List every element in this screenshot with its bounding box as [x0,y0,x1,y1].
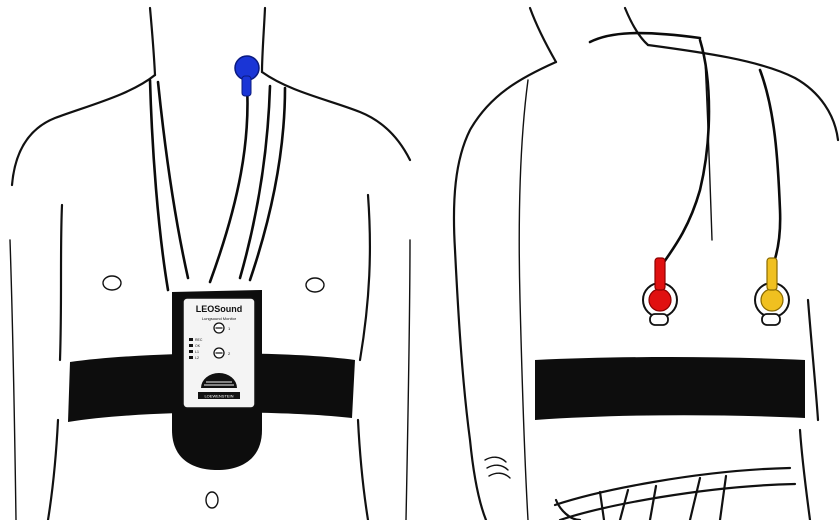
front-right-arm [406,240,410,520]
elbow-mark-2 [487,465,508,470]
yellow-electrode-icon [755,258,789,325]
back-left-arm-outer [454,62,556,520]
front-left-arm [10,240,16,520]
elbow-mark-1 [485,457,506,462]
device-footer: LOEWENSTEIN [204,394,233,399]
front-neck-left [150,8,155,75]
side-label-2: OK [195,344,201,348]
red-electrode-icon [643,258,677,325]
front-left-site [103,276,121,290]
front-left-side [60,205,62,360]
front-right-waist [358,420,368,520]
side-label-4: L2 [195,356,199,360]
back-figure [454,8,838,520]
lanyard-right-inner [240,86,270,278]
back-right-shoulder [648,45,838,140]
back-right-side [808,300,818,420]
back-trousers [555,468,795,520]
front-navel [206,492,218,508]
elbow-mark-3 [489,473,510,478]
front-right-site [306,278,324,292]
blue-electrode-icon [235,56,259,96]
front-figure: LEOSound Lungsound Monitor 1 REC OK L1 L… [10,8,410,520]
side-label-3: L1 [195,350,199,354]
back-cable-right [760,70,780,262]
leosound-device: LEOSound Lungsound Monitor 1 REC OK L1 L… [183,298,255,408]
neck-electrode-cable [210,85,248,282]
front-neck-right [262,8,265,72]
front-left-waist [48,420,58,520]
device-brand: LEOSound [196,304,243,314]
back-cable-left [664,40,709,262]
side-label-1: REC [195,338,203,342]
front-left-shoulder [12,75,155,185]
front-right-side [360,195,370,360]
back-neck-left [530,8,556,62]
back-neck-right [625,8,648,45]
back-chest-strap [535,357,805,420]
back-left-arm-inner [519,80,528,520]
back-right-waist [800,430,810,520]
device-subtitle: Lungsound Monitor [202,316,237,321]
lanyard-left-outer [150,80,168,290]
